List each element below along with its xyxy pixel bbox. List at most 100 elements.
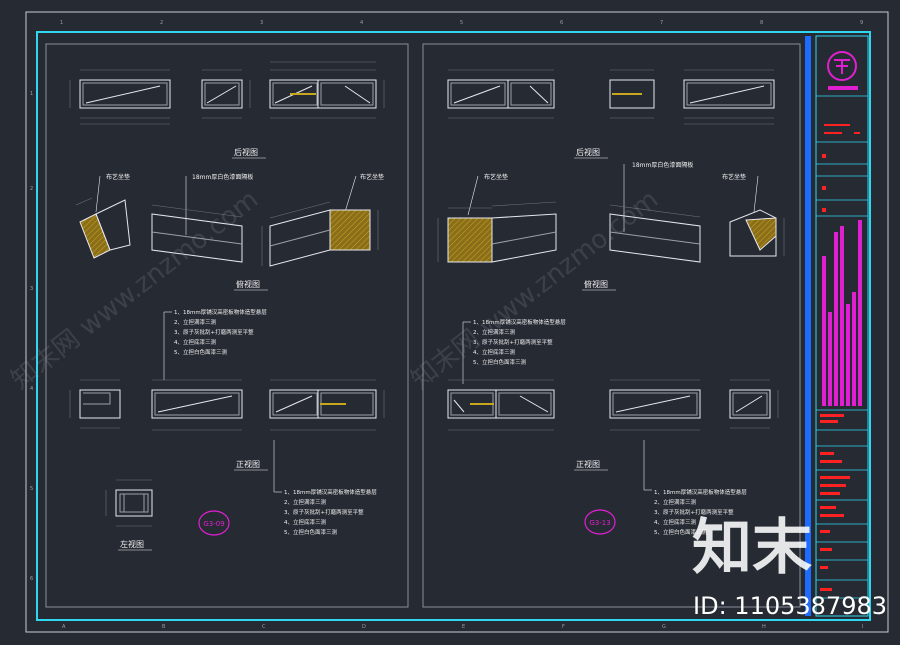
company-logo-icon	[827, 51, 857, 81]
title-block-frame	[815, 35, 869, 617]
cyan-drawing-frame	[36, 31, 871, 621]
title-red-bar	[820, 484, 846, 487]
grid-ref-bottom: A	[62, 624, 66, 630]
note-line: 3、原子灰批刮+打磨两测至平整	[654, 508, 734, 516]
bottom-grid-refs: A B C D E F G H I	[62, 624, 863, 630]
title-red-bar	[820, 506, 836, 509]
drawing-badge-left-text: G3-09	[203, 520, 224, 528]
grid-ref-bottom: B	[162, 624, 166, 630]
cushion-hatched-area-4	[745, 217, 777, 251]
front-bench-right-3	[729, 389, 771, 419]
title-red-bar	[820, 414, 844, 417]
title-red-bar	[820, 476, 850, 479]
note-line: 3、原子灰批刮+打磨两测至平整	[473, 338, 553, 346]
right-label-cushion-2: 布艺坐垫	[722, 173, 746, 181]
title-red-bar	[820, 460, 842, 463]
left-grid-refs: 1 2 3 4 5 6	[30, 91, 33, 582]
front-bench-3	[269, 389, 377, 419]
left-top-dims	[75, 197, 379, 266]
left-label-cushion-1: 布艺坐垫	[106, 173, 130, 181]
leader-line	[344, 175, 357, 213]
top-bench-straight	[151, 213, 243, 263]
note-line: 4、立担底漆三测	[654, 518, 696, 526]
grid-ref-bottom: F	[562, 624, 565, 630]
note-line: 4、立担底漆三测	[284, 518, 326, 526]
top-bench-corner-right	[491, 213, 557, 263]
grid-ref-left: 5	[30, 486, 33, 492]
watermark-id-text: ID: 1105387983	[693, 592, 887, 620]
front-bench-1	[79, 389, 121, 419]
right-rear-view	[447, 79, 775, 109]
grid-ref-top: 6	[560, 20, 563, 26]
left-top-view	[79, 199, 371, 267]
title-magenta-bar	[834, 232, 838, 406]
cushion-hatched-area	[79, 213, 111, 259]
right-top-view	[447, 209, 777, 263]
title-red-bar	[824, 124, 850, 126]
grid-ref-left: 2	[30, 186, 33, 192]
note-line: 5、立担白色面漆三测	[284, 528, 337, 536]
logo-subtitle-bar	[828, 86, 858, 90]
right-front-dims	[448, 379, 779, 431]
grid-ref-top: 1	[60, 20, 63, 26]
right-label-cushion-1: 布艺坐垫	[484, 173, 508, 181]
grid-ref-bottom: C	[262, 624, 266, 630]
front-bench-right-2	[609, 389, 701, 419]
right-rear-dims	[448, 69, 774, 125]
leader-line	[467, 175, 479, 216]
title-red-bar	[820, 530, 830, 533]
title-red-mark	[822, 208, 826, 212]
grid-ref-top: 9	[860, 20, 863, 26]
watermark-logo-text: 知末	[692, 513, 812, 583]
left-panel-border	[45, 43, 409, 608]
grid-ref-top: 7	[660, 20, 663, 26]
rear-bench-right-2	[609, 79, 655, 109]
left-front-view	[79, 389, 377, 419]
title-magenta-bar	[858, 220, 862, 406]
right-top-dims	[437, 201, 785, 262]
left-rear-view	[79, 79, 377, 109]
note-line: 1、18mm厚铺汉高密板物体造型悬层	[174, 308, 267, 316]
outer-frame	[25, 11, 889, 633]
note-line: 2、立担满漆三测	[473, 328, 515, 336]
title-magenta-bar	[822, 256, 826, 406]
title-red-mark	[822, 154, 826, 158]
note-line: 2、立担满漆三测	[174, 318, 216, 326]
right-label-partition: 18mm厚白色漆面隔板	[632, 161, 693, 169]
note-line: 4、立担底漆三测	[174, 338, 216, 346]
rear-bench-left-3	[269, 79, 377, 109]
right-panel-border	[422, 43, 801, 608]
title-red-bar	[820, 548, 832, 551]
note-line: 2、立担满漆三测	[284, 498, 326, 506]
front-bench-right-1	[447, 389, 555, 419]
grid-ref-left: 4	[30, 386, 33, 392]
title-red-bar	[820, 492, 840, 495]
grid-ref-bottom: E	[462, 624, 465, 630]
title-red-bar	[820, 514, 844, 517]
rear-bench-left-1	[79, 79, 171, 109]
rear-bench-right-3	[683, 79, 775, 109]
grid-ref-bottom: I	[862, 624, 863, 630]
note-line: 3、原子灰批刮+打磨两测至平整	[174, 328, 254, 336]
title-block	[815, 35, 869, 617]
note-line: 1、18mm厚铺汉高密板物体造型悬层	[473, 318, 566, 326]
title-magenta-bar	[852, 292, 856, 406]
left-top-view-title: 俯视图	[236, 279, 260, 289]
front-bench-2	[151, 389, 243, 419]
rear-bench-left-1-inner	[82, 82, 168, 106]
drawing-badge-right	[584, 509, 616, 535]
left-front-view-title: 正视图	[236, 459, 260, 469]
title-red-bar	[820, 566, 828, 569]
rear-bench-right-1	[447, 79, 555, 109]
watermark-diagonal: 知末网 www.znzmo.com	[6, 185, 264, 396]
grid-ref-left: 6	[30, 576, 33, 582]
right-top-view-title: 俯视图	[584, 279, 608, 289]
grid-ref-top: 3	[260, 20, 263, 26]
cushion-hatched-area-3	[447, 217, 493, 263]
grid-ref-left: 1	[30, 91, 33, 97]
note-line: 3、原子灰批刮+打磨两测至平整	[284, 508, 364, 516]
grid-ref-left: 3	[30, 286, 33, 292]
rear-bench-left-2	[201, 79, 243, 109]
right-notes-b: 1、18mm厚铺汉高密板物体造型悬层 2、立担满漆三测 3、原子灰批刮+打磨两测…	[654, 488, 747, 536]
